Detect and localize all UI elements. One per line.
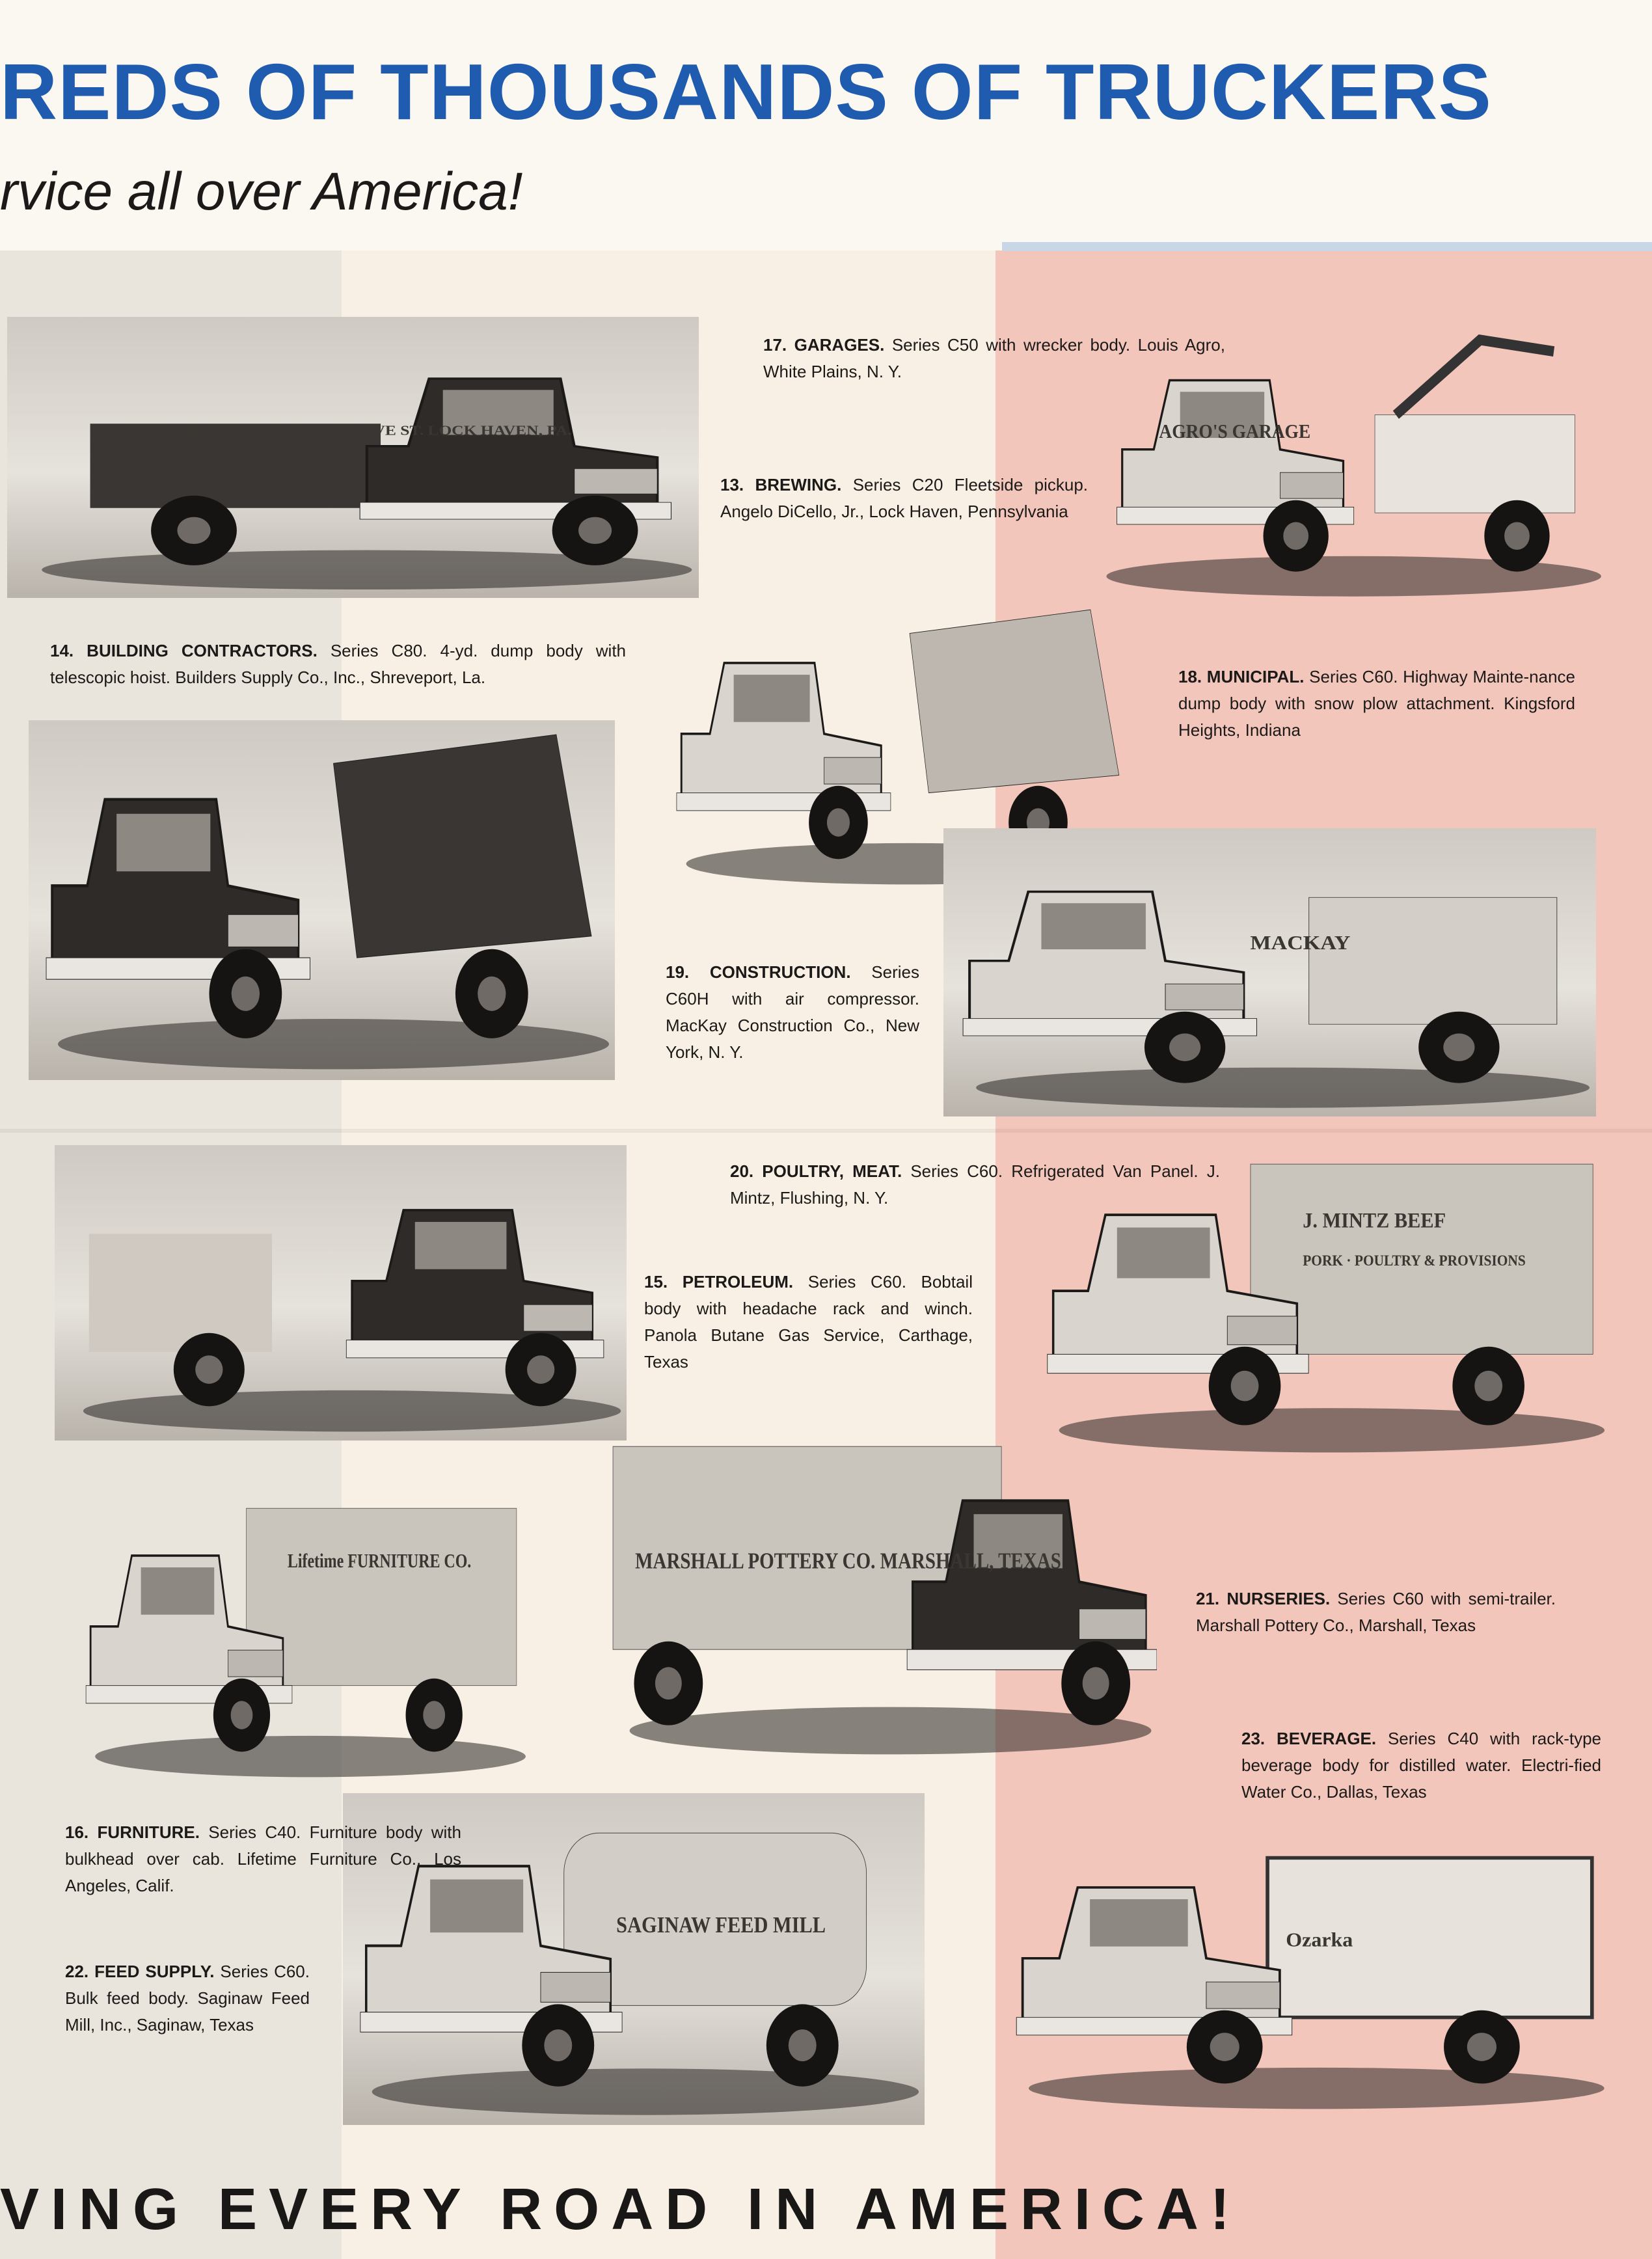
truck-window [973, 1514, 1063, 1569]
truck-lettering: Ozarka [1286, 1928, 1353, 1951]
truck-lettering: MARSHALL POTTERY CO. MARSHALL, TEXAS [635, 1548, 1061, 1573]
header-band [0, 0, 1652, 250]
bobtail-rack [88, 1234, 273, 1352]
wheel-hub [195, 1355, 223, 1384]
caption-nurseries: 21. NURSERIES. Series C60 with semi-trai… [1196, 1589, 1556, 1635]
truck-shadow [1029, 2067, 1605, 2109]
truck-grille [228, 1649, 284, 1677]
van-body [1250, 1163, 1593, 1355]
truck-grille [1079, 1608, 1146, 1640]
truck-lettering: AGRO'S GARAGE [1159, 421, 1310, 442]
wheel-hub [478, 976, 506, 1011]
caption-furniture: 16. FURNITURE. Series C40. Furniture bod… [65, 1822, 461, 1895]
truck-window [1090, 1899, 1188, 1947]
truck-window [1041, 903, 1146, 950]
caption-feed-supply: 22. FEED SUPPLY. Series C60. Bulk feed b… [65, 1962, 310, 2035]
photo-petroleum-bobtail [55, 1145, 627, 1441]
wheel-hub [788, 2029, 817, 2062]
caption-brewing: 13. BREWING. Series C20 Fleetside pickup… [720, 475, 1089, 521]
truck-lettering: J. MINTZ BEEF [1303, 1208, 1446, 1232]
photo-construction-compressor: MACKAY [943, 828, 1596, 1116]
truck-lettering: SAGINAW FEED MILL [616, 1913, 826, 1938]
truck-window [414, 1222, 507, 1269]
wheel-hub [1467, 2033, 1496, 2061]
wheel-hub [1169, 1033, 1201, 1061]
truck-window [430, 1879, 524, 1933]
truck-shadow [1106, 556, 1601, 597]
wrecker-boom [1392, 334, 1555, 419]
rack-body [1266, 1856, 1594, 2020]
truck-window [1180, 392, 1265, 439]
headline: REDS OF THOUSANDS OF TRUCKERS [0, 47, 1492, 136]
truck-window [116, 813, 211, 872]
wheel-hub [1210, 2033, 1239, 2061]
wheel-hub [177, 517, 211, 545]
wheel-hub [1443, 1033, 1475, 1061]
truck-lettering: ANGELO DiCELLO JR. 20 N. GROVE ST. LOCK … [111, 424, 571, 439]
truck-window [141, 1567, 215, 1615]
truck-grille [540, 1971, 611, 2003]
caption-construction: 19. CONSTRUCTION. Series C60H with air c… [666, 962, 920, 1062]
feed-tank [563, 1832, 867, 2006]
photo-garages-wrecker: AGRO'S GARAGE [1080, 317, 1606, 605]
truck-shadow [372, 2068, 919, 2115]
van-body [246, 1508, 517, 1686]
photo-nurseries-semi: MARSHALL POTTERY CO. MARSHALL, TEXAS [602, 1426, 1157, 1765]
truck-shadow [95, 1735, 526, 1778]
wheel-hub [1230, 1370, 1259, 1401]
subheadline: rvice all over America! [0, 162, 523, 221]
dump-body [909, 609, 1120, 794]
wheel-hub [1283, 522, 1309, 550]
truck-grille [824, 757, 882, 785]
photo-beverage-rack: Ozarka [998, 1822, 1610, 2118]
footer-slogan: VING EVERY ROAD IN AMERICA! [0, 2177, 1241, 2242]
dump-body [333, 734, 592, 958]
truck-grille [523, 1304, 593, 1332]
wheel-hub [1474, 1370, 1503, 1401]
truck-shadow [976, 1067, 1590, 1108]
caption-building-contractors: 14. BUILDING CONTRACTORS. Series C80. 4-… [50, 641, 626, 687]
wheel-hub [1082, 1667, 1109, 1700]
truck-grille [227, 914, 299, 947]
caption-beverage: 23. BEVERAGE. Series C40 with rack-type … [1241, 1729, 1601, 1802]
truck-window [442, 390, 554, 435]
caption-municipal: 18. MUNICIPAL. Series C60. Highway Maint… [1178, 667, 1575, 740]
caption-petroleum: 15. PETROLEUM. Series C60. Bobtail body … [644, 1272, 973, 1372]
wheel-hub [527, 1355, 555, 1384]
truck-shadow [58, 1018, 609, 1070]
wheel-hub [230, 1701, 253, 1729]
wheel-hub [1504, 522, 1530, 550]
wheel-hub [423, 1701, 446, 1729]
truck-grille [1206, 1981, 1280, 2009]
wrecker-body [1374, 414, 1575, 513]
photo-brewing-pickup: ANGELO DiCELLO JR. 20 N. GROVE ST. LOCK … [7, 317, 699, 598]
photo-poultry-van: J. MINTZ BEEF PORK · POULTRY & PROVISIONS [1030, 1145, 1610, 1462]
photo-furniture-van: Lifetime FURNITURE CO. [72, 1491, 530, 1786]
truck-lettering: Lifetime FURNITURE CO. [288, 1549, 471, 1572]
page-fold [0, 1129, 1652, 1133]
truck-lettering-sub: PORK · POULTRY & PROVISIONS [1303, 1252, 1526, 1269]
wheel-hub [544, 2029, 573, 2062]
compressor-body [1308, 897, 1558, 1025]
wheel-hub [578, 517, 612, 545]
photo-feed-bulk: SAGINAW FEED MILL [343, 1793, 925, 2125]
truck-grille [1226, 1316, 1297, 1346]
caption-poultry-meat: 20. POULTRY, MEAT. Series C60. Refrigera… [730, 1161, 1220, 1208]
photo-building-dump [29, 720, 615, 1080]
truck-shadow [629, 1707, 1152, 1755]
wheel-hub [826, 808, 850, 837]
wheel-hub [231, 976, 260, 1011]
truck-window [733, 675, 810, 722]
truck-grille [1165, 983, 1244, 1010]
truck-window [1117, 1227, 1210, 1278]
truck-grille [574, 468, 658, 494]
blue-rule [1002, 242, 1652, 251]
truck-lettering: MACKAY [1250, 932, 1350, 954]
truck-grille [1280, 472, 1344, 499]
caption-garages: 17. GARAGES. Series C50 with wrecker bod… [763, 335, 1225, 381]
truck-bed [90, 424, 381, 508]
wheel-hub [655, 1667, 682, 1700]
truck-shadow [1059, 1408, 1605, 1453]
